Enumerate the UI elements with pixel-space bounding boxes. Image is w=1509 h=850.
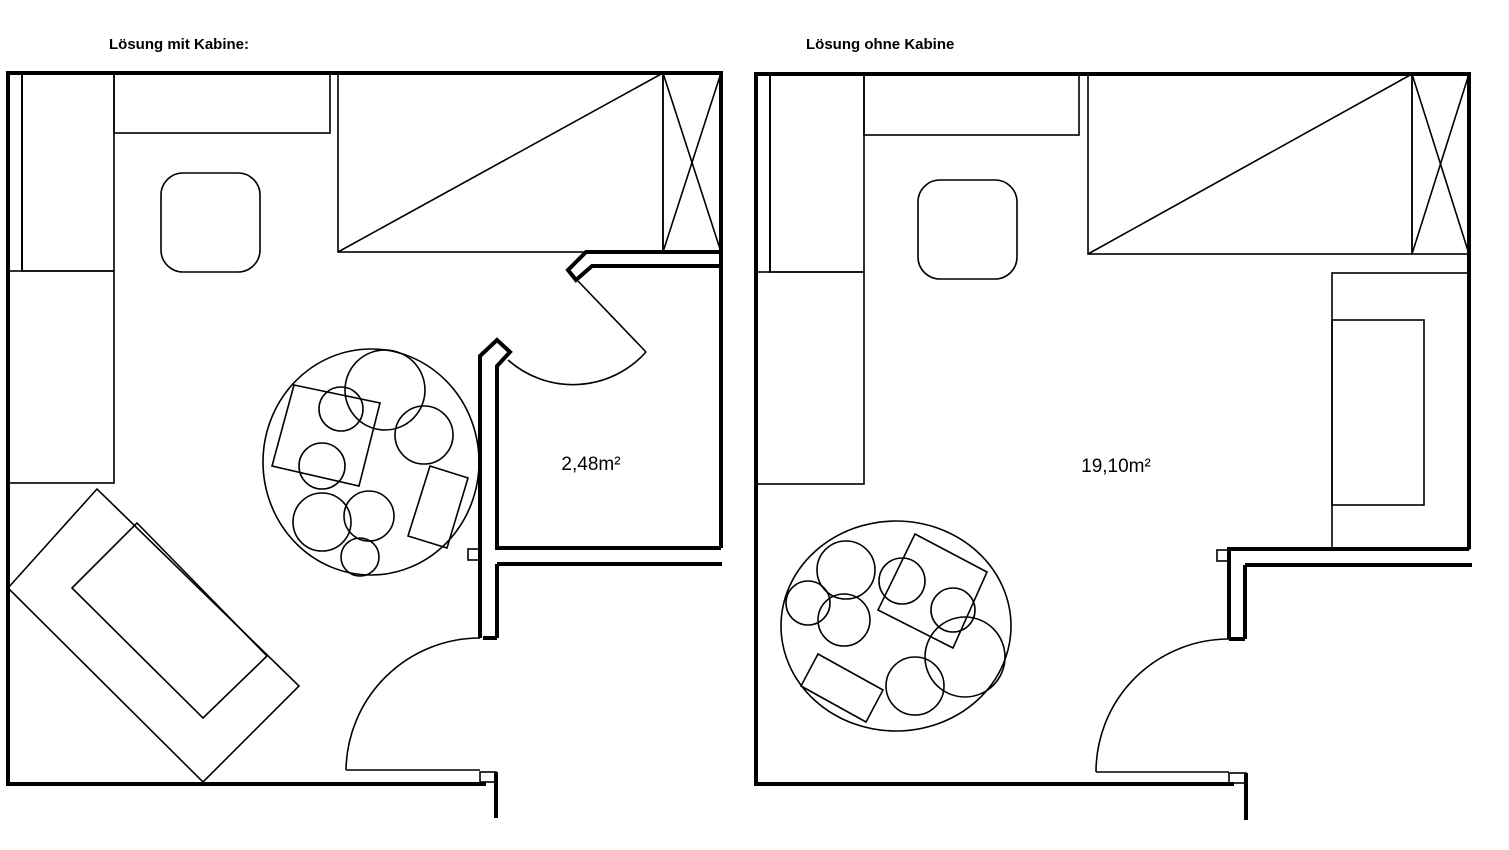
cabin-walls xyxy=(478,250,721,638)
plan-title-without-cabin: Lösung ohne Kabine xyxy=(806,36,955,53)
plan-title-with-cabin: Lösung mit Kabine: xyxy=(109,36,249,53)
bed xyxy=(337,72,664,253)
sofa xyxy=(6,487,301,784)
entrance-door xyxy=(345,637,498,818)
round-table-with-chairs xyxy=(262,348,480,577)
wall-outlet xyxy=(1216,549,1230,562)
outer-walls xyxy=(6,71,723,786)
shelf xyxy=(755,271,865,485)
cabinet xyxy=(1411,73,1470,255)
wardrobe xyxy=(769,74,865,273)
entrance-door xyxy=(1095,549,1248,820)
shelf xyxy=(7,270,115,484)
desk-top xyxy=(113,72,331,134)
wardrobe xyxy=(21,73,115,272)
floor-plan-without-cabin: 19,10m² xyxy=(754,72,1472,820)
bed xyxy=(1087,73,1413,255)
cabinet xyxy=(662,72,722,253)
sofa xyxy=(1331,272,1470,550)
armchair xyxy=(917,179,1018,280)
floor-plan-with-cabin: 2,48m² xyxy=(6,71,723,818)
cabin-door xyxy=(467,280,647,561)
room-area-label: 19,10m² xyxy=(1081,456,1151,477)
desk-top xyxy=(863,73,1080,136)
wall-outlet xyxy=(467,548,481,561)
armchair xyxy=(160,172,261,273)
cabin-area-label: 2,48m² xyxy=(561,454,620,475)
round-table-with-chairs xyxy=(780,520,1012,732)
